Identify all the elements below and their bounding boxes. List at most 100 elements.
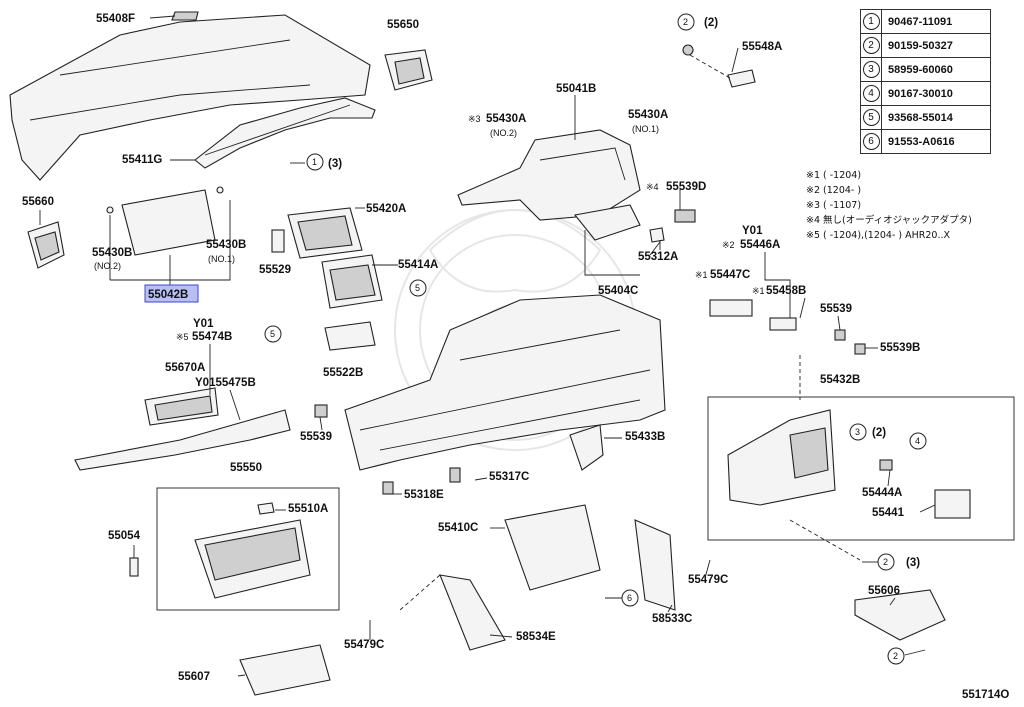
label-55607: 55607 bbox=[178, 671, 210, 683]
ref-circle-5-top-text: 5 bbox=[415, 283, 420, 293]
leader-lines bbox=[39, 15, 936, 677]
label-55411G: 55411G bbox=[122, 154, 162, 166]
bezel-55420A bbox=[271, 207, 363, 259]
bracket-55433B bbox=[569, 424, 604, 471]
label-55606: 55606 bbox=[868, 585, 900, 597]
label-55430A-left-mark: ※3 bbox=[468, 114, 481, 124]
ref-num: 6 bbox=[862, 133, 880, 150]
clip-55318E bbox=[382, 481, 394, 495]
label-55446A-y01: Y01 bbox=[742, 225, 763, 237]
label-55539D-mark: ※4 bbox=[646, 182, 659, 192]
ref-num: 2 bbox=[862, 37, 880, 54]
label-55479C-right: 55479C bbox=[688, 574, 728, 586]
label-55650: 55650 bbox=[387, 19, 419, 31]
label-55474B: 55474B bbox=[192, 331, 232, 343]
highlight-55042B bbox=[144, 284, 199, 303]
label-55474B-y01: Y01 bbox=[193, 318, 214, 330]
reinforcement-frame bbox=[344, 294, 666, 471]
label-55548A: 55548A bbox=[742, 41, 782, 53]
note-2: ※2 (1204- ) bbox=[806, 185, 861, 196]
ref-code: 93568-55014 bbox=[881, 105, 991, 130]
ref-circle-2-top-text: 2 bbox=[683, 17, 688, 27]
ref-num: 5 bbox=[862, 109, 880, 126]
label-55447C-mark: ※1 bbox=[695, 270, 708, 280]
label-55479C-left: 55479C bbox=[344, 639, 384, 651]
label-55441: 55441 bbox=[872, 507, 905, 519]
ref-circle-4-text: 4 bbox=[915, 436, 920, 446]
ref-circle-2-55606-text: 2 bbox=[893, 651, 898, 661]
label-55670A: 55670A bbox=[165, 362, 205, 374]
label-55430A-left-sub: (NO.2) bbox=[490, 128, 517, 138]
label-55539B: 55539B bbox=[880, 342, 920, 354]
label-55444A: 55444A bbox=[862, 487, 902, 499]
label-55550: 55550 bbox=[230, 462, 262, 474]
ref-code: 90159-50327 bbox=[881, 33, 991, 58]
label-55420A: 55420A bbox=[366, 203, 406, 215]
ref-num: 1 bbox=[862, 13, 880, 30]
center-vents bbox=[74, 387, 291, 471]
label-55660: 55660 bbox=[22, 196, 54, 208]
box-55550 bbox=[156, 487, 340, 611]
label-55408F: 55408F bbox=[96, 13, 135, 25]
label-55317C: 55317C bbox=[489, 471, 529, 483]
label-55414A: 55414A bbox=[398, 259, 438, 271]
label-55430B-right: 55430B bbox=[206, 239, 246, 251]
ref-circle-3 bbox=[849, 423, 867, 441]
part-55539B bbox=[854, 343, 866, 355]
ref-circle-5-left bbox=[264, 325, 282, 343]
note-5: ※5 ( -1204),(1204- ) AHR20..X bbox=[806, 230, 951, 241]
ref-num: 4 bbox=[862, 85, 880, 102]
label-55318E: 55318E bbox=[404, 489, 444, 501]
label-55410C: 55410C bbox=[438, 522, 478, 534]
labels: 55408F 55650 55548A 55041B ※3 55430A (NO… bbox=[22, 13, 1009, 701]
label-55430B-right-sub: (NO.1) bbox=[208, 254, 235, 264]
label-55539D: 55539D bbox=[666, 181, 706, 193]
bracket-55410C bbox=[504, 504, 601, 591]
glove-box bbox=[194, 502, 311, 599]
label-55458B: 55458B bbox=[766, 285, 806, 297]
bracket-58533C bbox=[634, 519, 676, 611]
ref-circle-2-bottom-text: 2 bbox=[883, 557, 888, 567]
part-55054 bbox=[129, 557, 139, 577]
label-55458B-mark: ※1 bbox=[752, 286, 765, 296]
frame-55411G bbox=[194, 97, 376, 169]
dash-panel-55408F bbox=[9, 11, 371, 181]
label-55510A: 55510A bbox=[288, 503, 328, 515]
ref-circle-4 bbox=[909, 432, 927, 450]
label-55475B: Y0155475B bbox=[195, 377, 256, 389]
ref-circle-6 bbox=[621, 589, 639, 607]
label-55447C: 55447C bbox=[710, 269, 750, 281]
label-55539-left: 55539 bbox=[300, 431, 332, 443]
bracket-55404C bbox=[573, 204, 665, 276]
label-58534E: 58534E bbox=[516, 631, 556, 643]
vent-55660 bbox=[27, 221, 65, 269]
tray-55607 bbox=[239, 644, 331, 696]
ref-circle-6-text: 6 bbox=[627, 593, 632, 603]
label-55430A-right: 55430A bbox=[628, 109, 668, 121]
part-55539-left bbox=[314, 404, 328, 418]
ref-paren-2-top: (2) bbox=[704, 17, 718, 29]
ref-circle-5-left-text: 5 bbox=[270, 329, 275, 339]
ref-paren-3: (3) bbox=[328, 158, 342, 170]
bracket-55606 bbox=[854, 589, 946, 641]
label-55054: 55054 bbox=[108, 530, 141, 542]
part-55539-right bbox=[834, 329, 846, 341]
label-55430A-left: 55430A bbox=[486, 113, 526, 125]
ref-code: 91553-A0616 bbox=[881, 129, 991, 154]
ref-circle-5-top bbox=[409, 279, 427, 297]
label-55446A: 55446A bbox=[740, 239, 780, 251]
label-55529: 55529 bbox=[259, 264, 291, 276]
box-55432B bbox=[707, 396, 1015, 541]
label-55430A-right-sub: (NO.1) bbox=[632, 124, 659, 134]
ref-circle-1-text: 1 bbox=[312, 157, 317, 167]
bracket-55414A bbox=[321, 254, 383, 309]
label-55474B-mark: ※5 bbox=[176, 332, 189, 342]
note-4: ※4 無し(オーディオジャックアダプタ) bbox=[806, 214, 972, 226]
